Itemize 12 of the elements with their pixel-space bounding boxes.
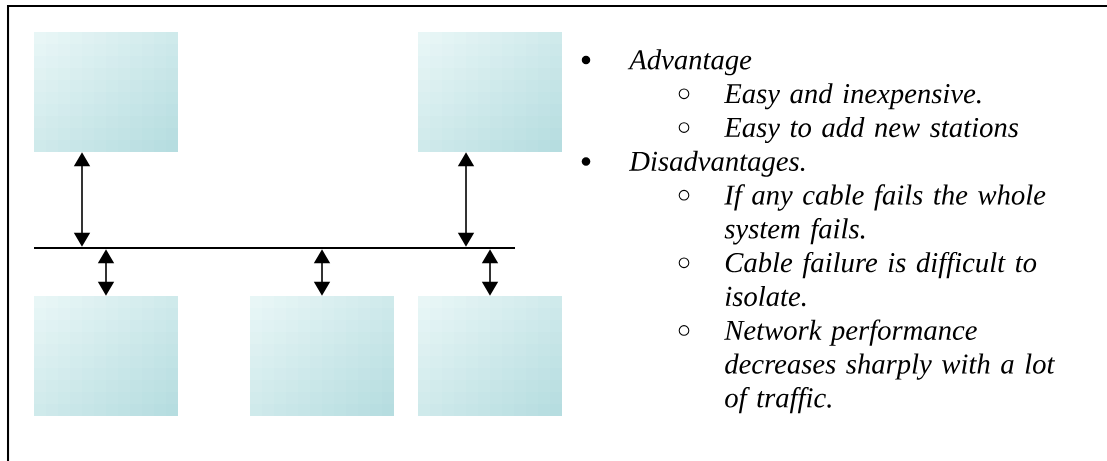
- bullet-text: Disadvantages.: [628, 150, 805, 177]
- station-box: [418, 32, 562, 152]
- station-box: [418, 296, 562, 416]
- bullet-text: Advantage: [627, 49, 752, 76]
- station-box: [34, 32, 178, 152]
- bullet-text: Cable failure is difficult to isolate.: [725, 251, 1037, 307]
- bullet-text: Easy and inexpensive.: [723, 83, 981, 110]
- bullet-text: Easy to add new stations: [723, 117, 1019, 144]
- bullet-text: Network performance decreases sharply with a lot of traffic.: [724, 319, 1055, 414]
- bullet-text: If any cable fails the whole system fails.: [724, 184, 1046, 245]
- station-box: [34, 296, 178, 416]
- station-box: [250, 296, 394, 416]
